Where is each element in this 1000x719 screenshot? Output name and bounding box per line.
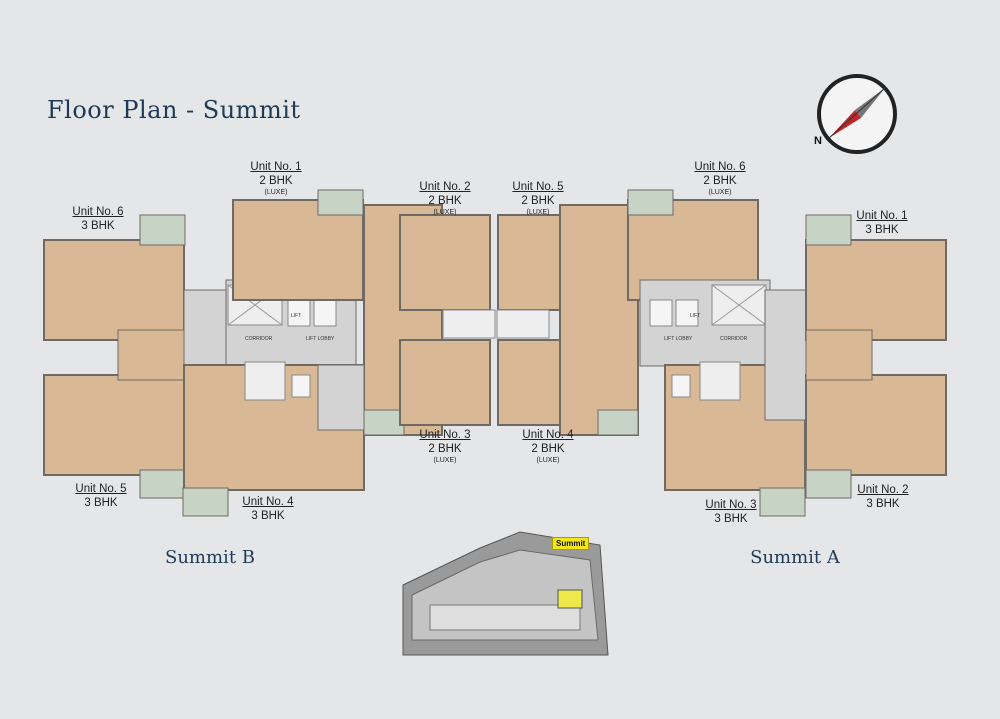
unit-type: 3 BHK [714,513,748,525]
unit-label-a5: Unit No. 5 2 BHK (LUXE) [512,180,563,217]
unit-variant: (LUXE) [433,457,457,464]
unit-number: Unit No. 3 [705,499,757,511]
unit-type: 3 BHK [251,510,285,522]
lift-label-a: LIFT [690,313,701,319]
unit-type: 2 BHK [428,195,462,207]
unit-type: 3 BHK [81,220,115,232]
unit-number: Unit No. 5 [512,181,564,193]
unit-label-a6: Unit No. 6 2 BHK (LUXE) [694,160,745,197]
summit-b-plan [43,189,496,517]
unit-number: Unit No. 3 [419,429,471,441]
block-label-summit-a: Summit A [750,547,840,568]
site-map-inset [402,531,609,656]
unit-label-a4: Unit No. 4 2 BHK (LUXE) [522,428,573,465]
unit-number: Unit No. 1 [856,210,908,222]
summit-a-plan [496,189,947,517]
unit-variant: (LUXE) [526,209,550,216]
unit-label-b6: Unit No. 6 3 BHK [72,205,123,233]
corridor-label-b: CORRIDOR [245,336,273,342]
unit-number: Unit No. 5 [75,483,127,495]
unit-type: 2 BHK [259,175,293,187]
unit-label-a3: Unit No. 3 3 BHK [705,498,756,526]
site-map-marker: Summit [552,537,590,550]
unit-number: Unit No. 4 [242,496,294,508]
compass-north-label: N [814,135,822,147]
unit-label-b4: Unit No. 4 3 BHK [242,495,293,523]
corridor-label-a: CORRIDOR [720,336,748,342]
lift-label: LIFT [291,313,302,319]
unit-type: 2 BHK [428,443,462,455]
unit-type: 3 BHK [84,497,118,509]
unit-number: Unit No. 1 [250,161,302,173]
unit-label-b1: Unit No. 1 2 BHK (LUXE) [250,160,301,197]
unit-label-b3: Unit No. 3 2 BHK (LUXE) [419,428,470,465]
unit-label-a1: Unit No. 1 3 BHK [856,209,907,237]
unit-number: Unit No. 6 [694,161,746,173]
unit-variant: (LUXE) [536,457,560,464]
unit-type: 3 BHK [865,224,899,236]
lift-lobby-label-a: LIFT LOBBY [664,336,693,342]
unit-type: 2 BHK [703,175,737,187]
lift-lobby-label-b: LIFT LOBBY [306,336,335,342]
unit-variant: (LUXE) [433,209,457,216]
unit-type: 2 BHK [521,195,555,207]
unit-number: Unit No. 2 [419,181,471,193]
block-label-summit-b: Summit B [165,547,255,568]
unit-type: 3 BHK [866,498,900,510]
unit-label-b5: Unit No. 5 3 BHK [75,482,126,510]
unit-label-a2: Unit No. 2 3 BHK [857,483,908,511]
unit-number: Unit No. 6 [72,206,124,218]
compass-icon [817,74,897,154]
page-title: Floor Plan - Summit [47,96,301,124]
unit-variant: (LUXE) [708,189,732,196]
unit-label-b2: Unit No. 2 2 BHK (LUXE) [419,180,470,217]
unit-variant: (LUXE) [264,189,288,196]
unit-number: Unit No. 2 [857,484,909,496]
unit-type: 2 BHK [531,443,565,455]
unit-number: Unit No. 4 [522,429,574,441]
